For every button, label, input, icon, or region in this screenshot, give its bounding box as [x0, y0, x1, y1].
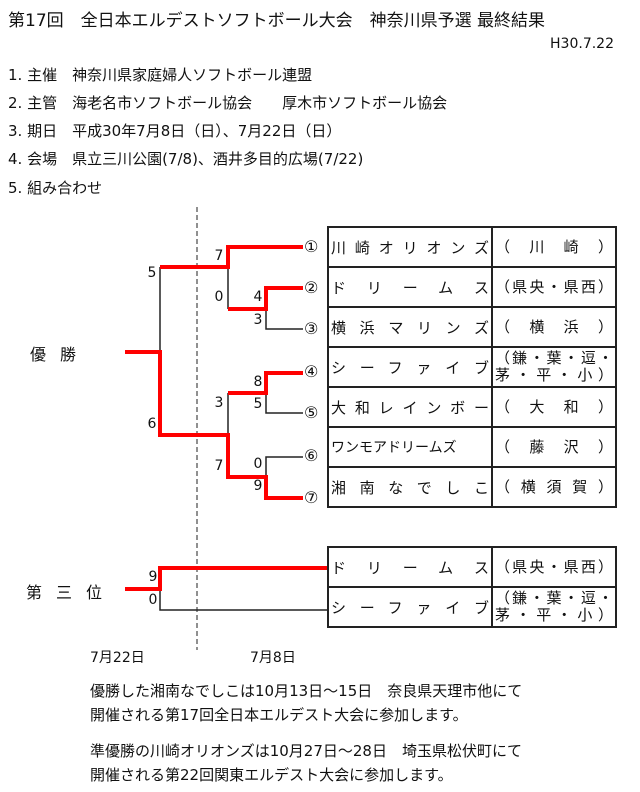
score-r1-3: 3 — [253, 312, 263, 328]
date-first-day: 7月8日 — [250, 650, 296, 666]
info-organizer: 1. 主催 神奈川県家庭婦人ソフトボール連盟 — [8, 66, 313, 84]
table-row: 川崎オリオンズ（ 川 崎 ） — [327, 226, 617, 268]
teams-table: 川崎オリオンズ（ 川 崎 ） ドリームス（県央・県西） 横浜マリンズ（ 横 浜 … — [327, 226, 617, 508]
table-row: 大和レインボー（ 大 和 ） — [327, 386, 617, 428]
team-area: （県央・県西） — [491, 546, 617, 588]
note-line: 開催される第22回関東エルデスト大会に参加します。 — [90, 766, 453, 784]
team-name: 大和レインボー — [327, 386, 493, 428]
team-area: （ 藤 沢 ） — [491, 426, 617, 468]
page-title: 第17回 全日本エルデストソフトボール大会 神奈川県予選 最終結果 — [8, 11, 546, 31]
team-area: （鎌・葉・逗・茅・平・小） — [491, 346, 617, 388]
third-place-label: 第三位 — [26, 583, 117, 602]
score-sf1-bottom: 0 — [214, 289, 224, 305]
score-sf2-bottom: 7 — [214, 458, 224, 474]
info-host: 2. 主管 海老名市ソフトボール協会 厚木市ソフトボール協会 — [8, 94, 448, 112]
score-r1-6: 0 — [253, 456, 263, 472]
note-line: 開催される第17回全日本エルデスト大会に参加します。 — [90, 706, 468, 724]
info-bracket-heading: 5. 組み合わせ — [8, 179, 103, 197]
seed-number: ③ — [304, 319, 319, 338]
table-row: ワンモアドリームズ（ 藤 沢 ） — [327, 426, 617, 468]
winner-lines — [125, 245, 327, 591]
team-area: （ 川 崎 ） — [491, 226, 617, 268]
note-line: 準優勝の川崎オリオンズは10月27日～28日 埼玉県松伏町にて — [90, 742, 522, 760]
team-name: 横浜マリンズ — [327, 306, 493, 348]
team-name: 湘南なでしこ — [327, 466, 493, 508]
score-r1-4: 8 — [253, 374, 263, 390]
score-r1-7: 9 — [253, 478, 263, 494]
team-name: シーファイブ — [327, 586, 493, 628]
score-final-top: 5 — [147, 265, 157, 281]
seed-number: ② — [304, 278, 319, 297]
seed-number: ⑤ — [304, 403, 319, 422]
report-date: H30.7.22 — [550, 36, 614, 52]
table-row: ドリームス（県央・県西） — [327, 546, 617, 588]
info-venue: 4. 会場 県立三川公園(7/8)、酒井多目的広場(7/22) — [8, 150, 364, 168]
team-name: 川崎オリオンズ — [327, 226, 493, 268]
loser-lines — [159, 267, 327, 611]
seed-number: ⑥ — [304, 446, 319, 465]
table-row: 湘南なでしこ（横須賀） — [327, 466, 617, 508]
champion-label: 優勝 — [30, 345, 91, 364]
team-name: ドリームス — [327, 546, 493, 588]
date-final-day: 7月22日 — [90, 650, 145, 666]
table-row: 横浜マリンズ（ 横 浜 ） — [327, 306, 617, 348]
team-name: ドリームス — [327, 266, 493, 308]
table-row: シーファイブ（鎌・葉・逗・茅・平・小） — [327, 586, 617, 628]
seed-number: ④ — [304, 362, 319, 381]
score-sf1-top: 7 — [214, 248, 224, 264]
score-final-bottom: 6 — [147, 416, 157, 432]
info-dates: 3. 期日 平成30年7月8日（日）、7月22日（日） — [8, 122, 342, 140]
score-third-top: 9 — [148, 569, 158, 585]
score-sf2-top: 3 — [214, 395, 224, 411]
team-area: （ 横 浜 ） — [491, 306, 617, 348]
score-r1-2: 4 — [253, 289, 263, 305]
team-area: （ 大 和 ） — [491, 386, 617, 428]
team-area: （鎌・葉・逗・茅・平・小） — [491, 586, 617, 628]
seed-number: ① — [304, 237, 319, 256]
team-name: シーファイブ — [327, 346, 493, 388]
table-row: ドリームス（県央・県西） — [327, 266, 617, 308]
score-third-bottom: 0 — [148, 592, 158, 608]
score-r1-5: 5 — [253, 396, 263, 412]
team-area: （県央・県西） — [491, 266, 617, 308]
team-name: ワンモアドリームズ — [327, 426, 493, 468]
team-area: （横須賀） — [491, 466, 617, 508]
table-row: シーファイブ（鎌・葉・逗・茅・平・小） — [327, 346, 617, 388]
note-line: 優勝した湘南なでしこは10月13日～15日 奈良県天理市他にて — [90, 682, 523, 700]
third-place-table: ドリームス（県央・県西） シーファイブ（鎌・葉・逗・茅・平・小） — [327, 546, 617, 628]
seed-number: ⑦ — [304, 488, 319, 507]
